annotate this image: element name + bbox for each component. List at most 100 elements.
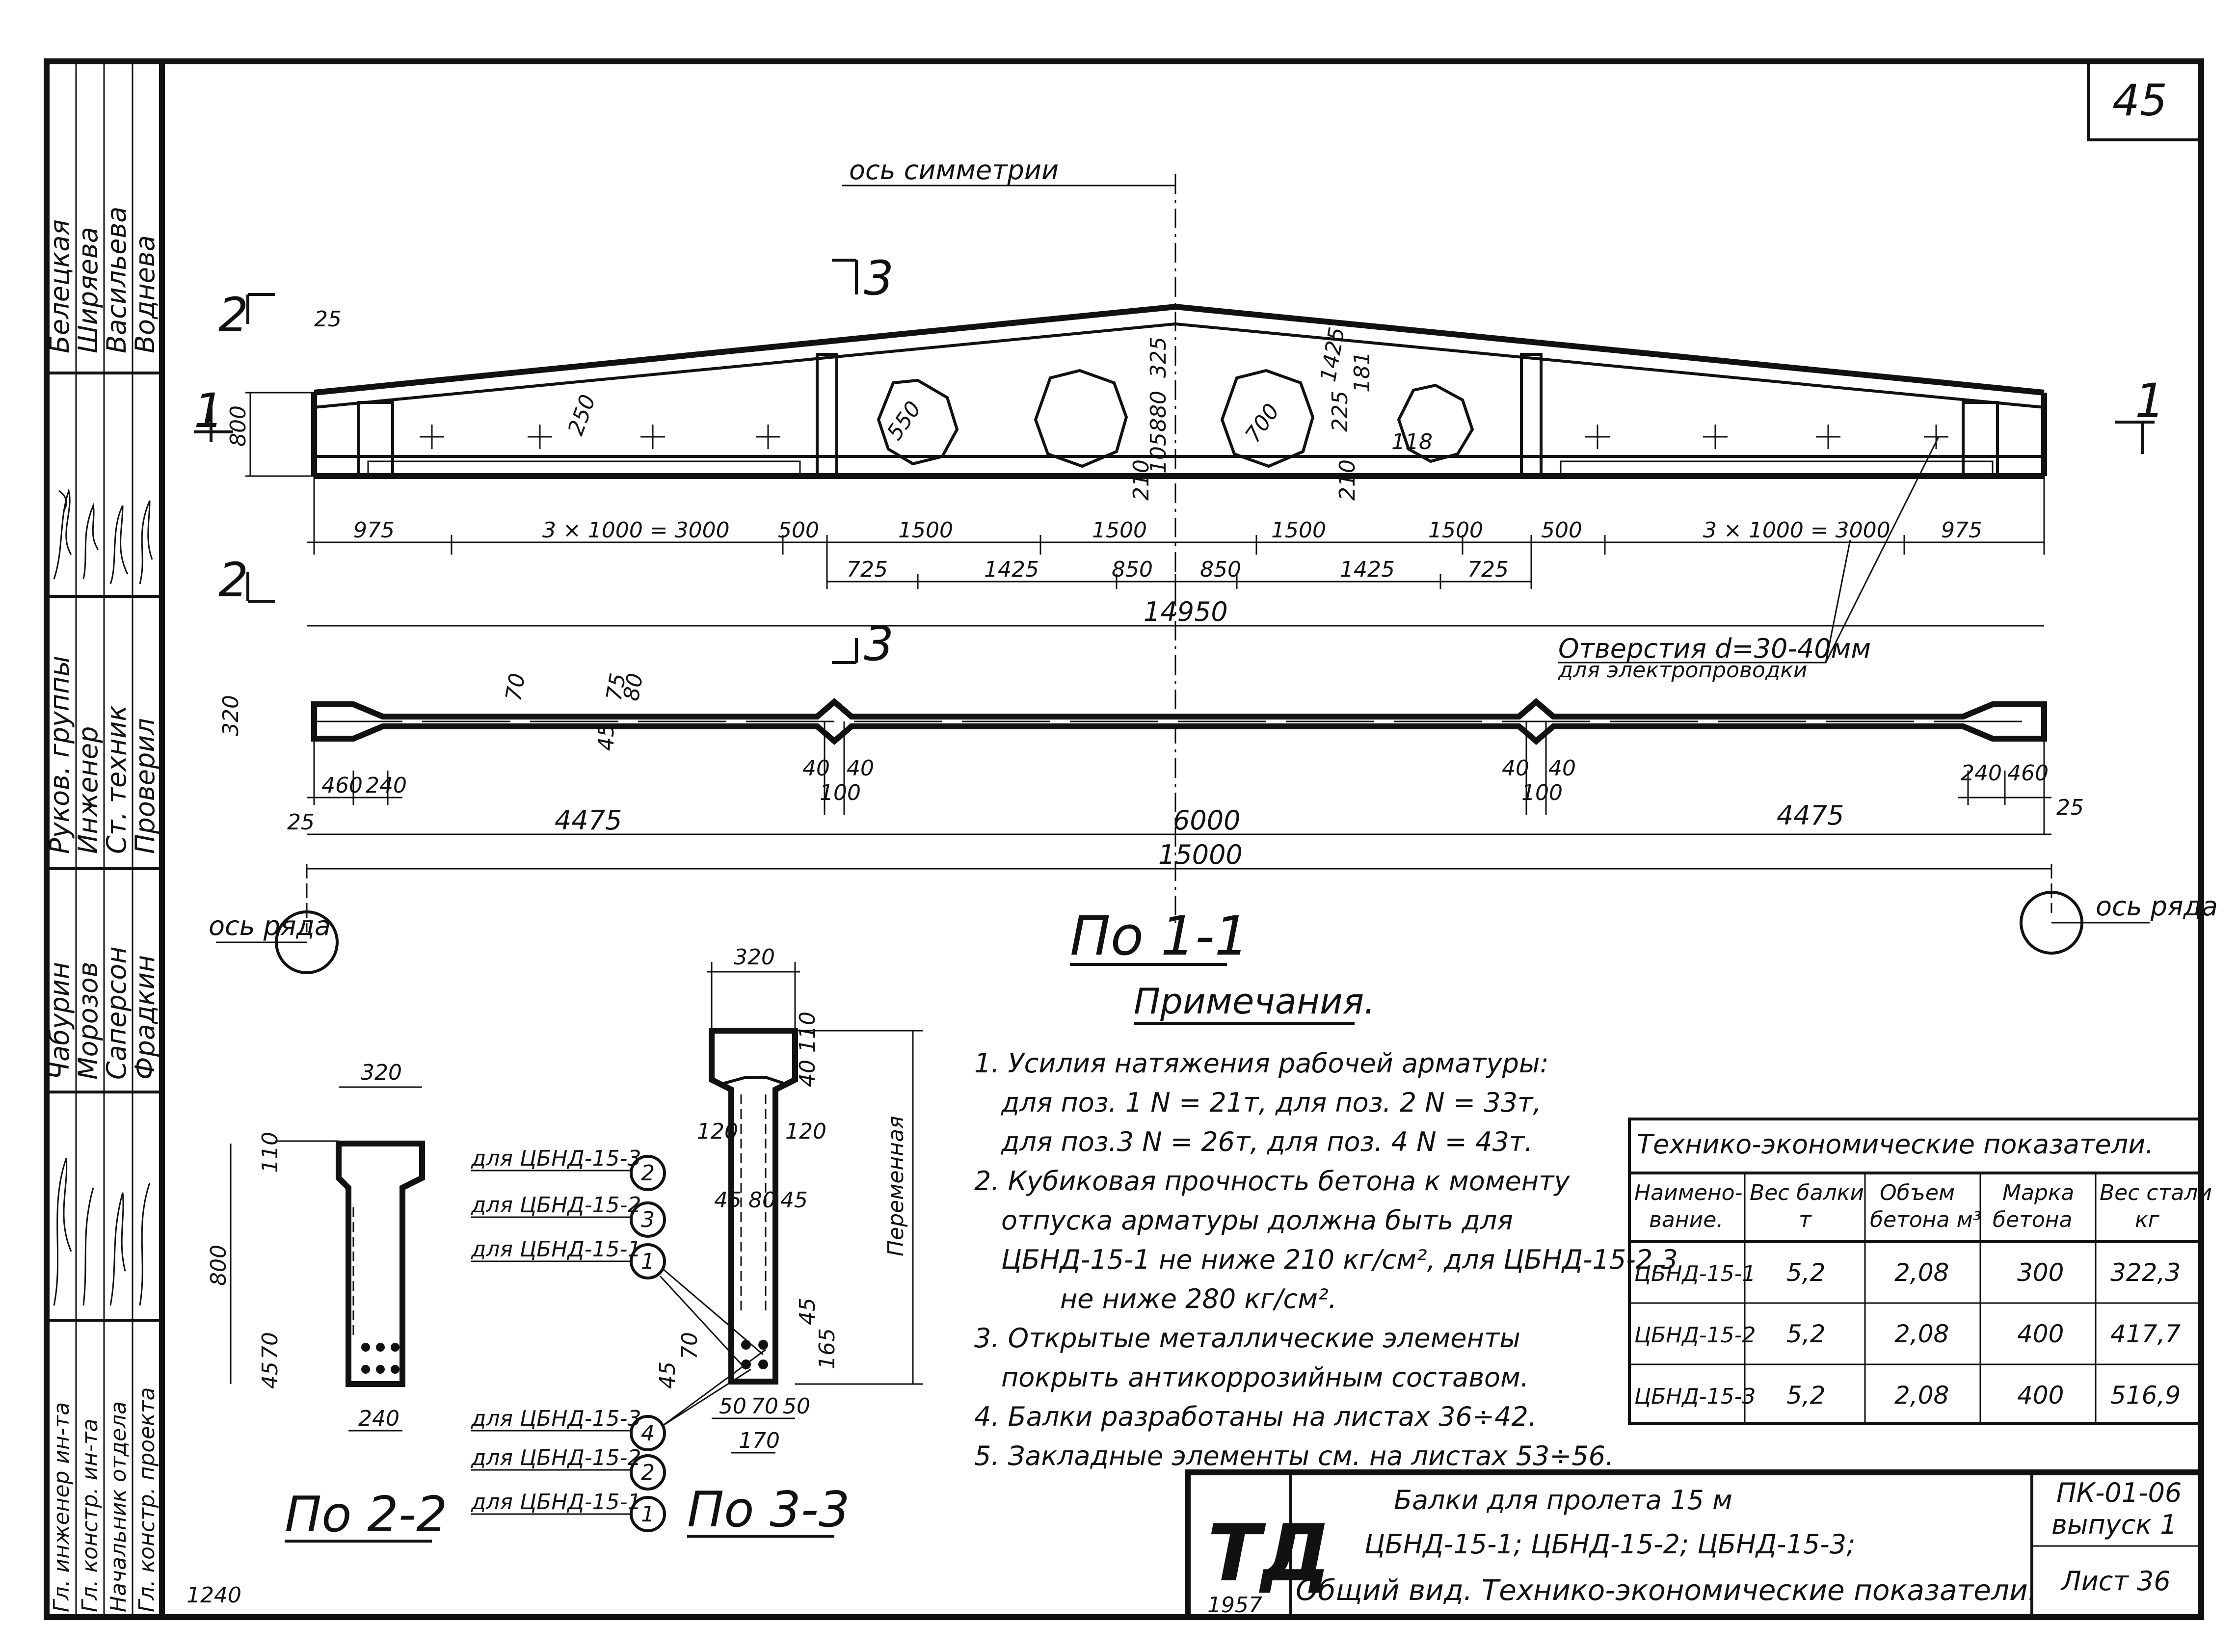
th-grade-2: бетона — [1993, 1207, 2073, 1232]
s33-variable: Переменная — [883, 1116, 908, 1256]
note-line-7: не ниже 280 кг/см². — [1060, 1283, 1337, 1314]
title-sheet: Лист 36 — [2060, 1566, 2171, 1597]
table-row-2-steel: 417,7 — [2110, 1320, 2181, 1348]
title-line-2: ЦБНД-15-1; ЦБНД-15-2; ЦБНД-15-3; — [1364, 1529, 1855, 1560]
stamp-name-1: Белецкая — [44, 219, 75, 353]
s33-70-b: 70 — [751, 1394, 778, 1419]
hole-dim-225: 225 — [1328, 391, 1353, 432]
th-grade-1: Марка — [2002, 1180, 2074, 1205]
plan-dim-40-3: 40 — [1502, 756, 1529, 781]
elevation-height: 800 — [226, 405, 251, 447]
s22-70: 70 — [258, 1332, 283, 1359]
s22-width-top: 320 — [361, 1060, 402, 1085]
stamp-role-1: Руков. группы — [44, 656, 75, 854]
th-volume-2: бетона м³ — [1870, 1207, 1981, 1232]
section-mark-3-bottom: 3 — [864, 616, 894, 671]
stamp-head-1: Чабурин — [44, 962, 75, 1080]
table-row-3-grade: 400 — [2017, 1381, 2064, 1410]
section-3-3: 320 Переменная 110 40 120 120 45 80 45 4… — [655, 945, 923, 1538]
dim-1500-2: 1500 — [1092, 518, 1147, 543]
signature-2 — [82, 503, 99, 580]
s33-120-l: 120 — [697, 1119, 738, 1144]
plan-dim-460-left: 460 — [321, 773, 363, 798]
plan-dim-240-right: 240 — [1961, 761, 2002, 786]
opening-2 — [1034, 369, 1128, 468]
callout-num-3: 1 — [641, 1249, 655, 1274]
note-line-8: 3. Открытые металлические элементы — [974, 1323, 1520, 1354]
opening-3 — [1220, 369, 1315, 468]
plan-dim-4475-right: 4475 — [1777, 800, 1844, 831]
s22-flange: 110 — [258, 1132, 283, 1173]
stamp-role-2: Инженер — [73, 726, 104, 854]
s33-120-r: 120 — [785, 1119, 826, 1144]
dim-3000-left: 3 × 1000 = 3000 — [542, 518, 730, 543]
hole-dim-210-r: 210 — [1335, 459, 1360, 501]
s33-70: 70 — [677, 1332, 702, 1359]
section-mark-2-bottom: 2 — [218, 553, 248, 608]
title-block: ТД 1957 Балки для пролета 15 м ЦБНД-15-1… — [1185, 1469, 2204, 1620]
callout-num-5: 2 — [641, 1460, 655, 1485]
title-line-3: Общий вид. Технико-экономические показат… — [1296, 1573, 2037, 1607]
table-row-2-name: ЦБНД-15-2 — [1634, 1323, 1756, 1348]
s33-40: 40 — [795, 1060, 820, 1087]
sheet-number: 45 — [2112, 75, 2167, 126]
table-row-1-name: ЦБНД-15-1 — [1634, 1261, 1756, 1286]
plan-width: 320 — [218, 695, 243, 736]
hole-dim-550: 550 — [882, 397, 926, 445]
s33-80: 80 — [748, 1188, 776, 1213]
signature-3 — [109, 505, 129, 585]
stamp-head-2: Морозов — [73, 961, 104, 1080]
table-row-1-weight: 5,2 — [1786, 1258, 1826, 1287]
signature-6 — [82, 1187, 94, 1306]
callout-text-1: для ЦБНД-15-3 — [471, 1146, 641, 1171]
hole-dim-700: 700 — [1240, 399, 1284, 447]
plan-web-80: 80 — [619, 671, 648, 703]
plan-web-70: 70 — [501, 671, 531, 703]
title-issue: выпуск 1 — [2051, 1509, 2177, 1540]
th-volume-1: Объем — [1880, 1180, 1955, 1205]
dim-500-right: 500 — [1541, 518, 1582, 543]
section-2-2: 320 110 800 70 45 240 По 2-2 — [206, 1060, 448, 1543]
th-weight-1: Вес балки — [1750, 1180, 1864, 1205]
axis-row-label-right: ось ряда — [2096, 891, 2218, 922]
axis-row-label-left: ось ряда — [209, 910, 331, 941]
opening-4 — [1397, 383, 1474, 463]
table-row-3-weight: 5,2 — [1786, 1381, 1826, 1410]
callout-num-2: 3 — [641, 1207, 655, 1232]
plan-dim-6000: 6000 — [1173, 805, 1240, 836]
axis-symmetry-label: ось симметрии — [849, 155, 1059, 186]
signature-4 — [139, 500, 153, 585]
dim-3000-right: 3 × 1000 = 3000 — [1703, 518, 1891, 543]
beam-plan: 320 460 240 240 460 70 45 75 80 40 40 10… — [209, 671, 2218, 974]
dim-1500-4: 1500 — [1428, 518, 1483, 543]
s33-110: 110 — [795, 1012, 820, 1053]
note-line-9: покрыть антикоррозийным составом. — [1001, 1362, 1529, 1393]
table-row-2-grade: 400 — [2017, 1320, 2064, 1348]
callout-text-3: для ЦБНД-15-1 — [471, 1237, 641, 1262]
section-mark-1-left: 1 — [194, 383, 224, 438]
plan-web-75: 75 — [602, 671, 631, 703]
opening-1 — [877, 378, 959, 466]
dim-975-right: 975 — [1941, 518, 1982, 543]
note-line-11: 5. Закладные элементы см. на листах 53÷5… — [974, 1440, 1614, 1471]
table-row-2-weight: 5,2 — [1786, 1320, 1826, 1348]
outer-frame — [44, 58, 2204, 1620]
logo: ТД — [1207, 1507, 1331, 1599]
callout-text-4: для ЦБНД-15-3 — [471, 1406, 641, 1431]
table-row-1-grade: 300 — [2017, 1258, 2064, 1287]
dim-500-left: 500 — [778, 518, 819, 543]
section-mark-2-top: 2 — [218, 288, 248, 343]
hole-dim-210-l: 210 — [1129, 459, 1154, 501]
signature-8 — [139, 1182, 151, 1306]
s22-width-bottom: 240 — [358, 1406, 399, 1431]
s33-165: 165 — [815, 1328, 840, 1369]
s22-height: 800 — [206, 1245, 231, 1286]
dim-1500-3: 1500 — [1271, 518, 1326, 543]
th-weight-2: т — [1799, 1207, 1812, 1232]
sheet-number-box — [2087, 60, 2203, 141]
stamp-role-4: Проверил — [130, 718, 160, 854]
stamp-title-2: Гл. констр. ин-та — [78, 1419, 103, 1612]
s33-170: 170 — [739, 1428, 780, 1453]
dim-850-left: 850 — [1112, 557, 1153, 582]
signature-7 — [109, 1192, 126, 1306]
